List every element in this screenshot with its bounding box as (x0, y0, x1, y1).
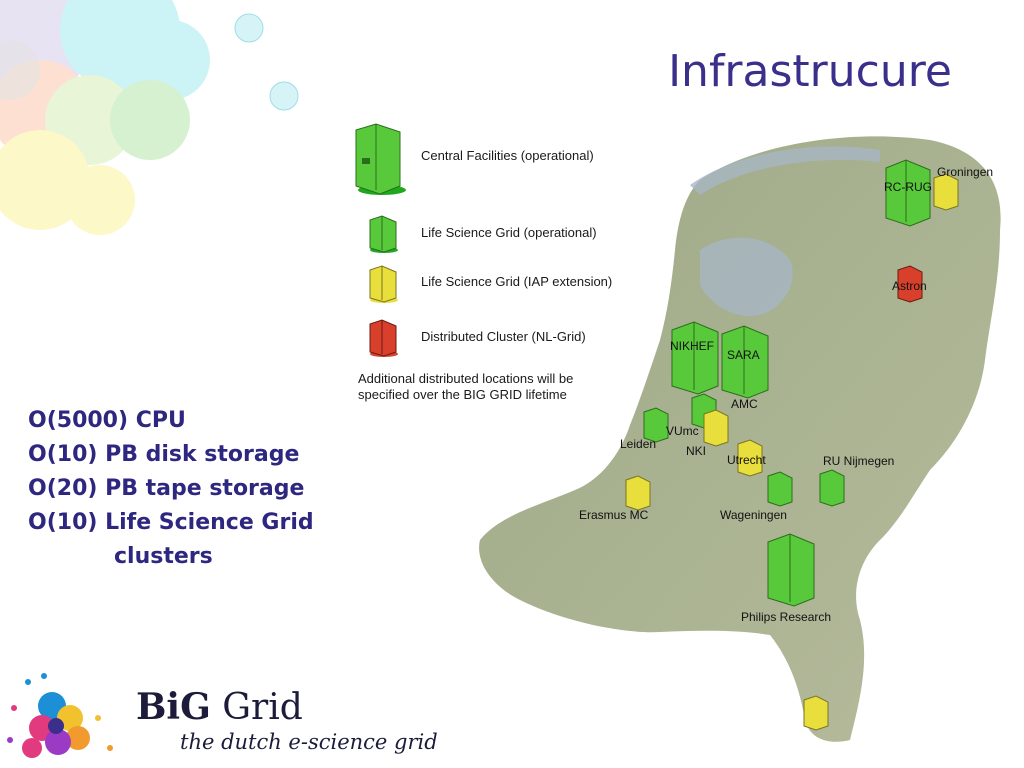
brand-tagline: the dutch e-science grid (180, 730, 438, 754)
brand-name-bold: BiG (136, 686, 211, 728)
site-label-leiden: Leiden (620, 437, 656, 451)
site-philips-research-icon (767, 533, 815, 607)
site-nikhef-icon (671, 321, 719, 395)
site-wageningen-icon (767, 471, 793, 507)
slide-title: Infrastrucure (668, 46, 952, 97)
site-astron-icon (897, 265, 923, 303)
site-sara-icon (721, 325, 769, 399)
site-label-nki: NKI (686, 444, 706, 458)
bullet-item: clusters (114, 544, 213, 569)
brand: BiG Grid the dutch e-science grid (136, 686, 438, 754)
bullet-item: O(20) PB tape storage (28, 476, 305, 501)
bullet-item: O(10) PB disk storage (28, 442, 300, 467)
site-vumc-icon (703, 409, 729, 447)
site-utrecht-icon (737, 439, 763, 477)
site-maastricht-icon (803, 695, 829, 731)
distributed-cluster-icon (369, 319, 398, 357)
big-grid-logo-icon (7, 673, 113, 758)
bullet-list: O(5000) CPU O(10) PB disk storage O(20) … (28, 404, 314, 574)
site-rc-rug-icon (885, 159, 931, 227)
bullet-item: O(5000) CPU (28, 408, 186, 433)
site-label-astron: Astron (892, 279, 927, 293)
map-land (479, 136, 1001, 742)
site-label-wageningen: Wageningen (720, 508, 787, 522)
site-ru-nijmegen-icon (819, 469, 845, 507)
site-label-philips-research: Philips Research (741, 610, 831, 624)
site-label-vumc: VUmc (666, 424, 699, 438)
brand-name-rest: Grid (210, 687, 303, 728)
site-label-sara: SARA (727, 348, 760, 362)
bullet-item: O(10) Life Science Grid (28, 510, 314, 535)
site-label-utrecht: Utrecht (727, 453, 766, 467)
site-label-erasmus-mc: Erasmus MC (579, 508, 649, 522)
map-coast-water (690, 146, 880, 195)
site-label-ru-nijmegen: RU Nijmegen (823, 454, 894, 468)
lsg-iap-icon (369, 265, 398, 303)
site-label-amc: AMC (731, 397, 758, 411)
legend-label-lsg-operational: Life Science Grid (operational) (421, 225, 597, 240)
map-inland-sea (700, 237, 793, 316)
site-leiden-icon (643, 407, 669, 443)
site-groningen-icon (933, 173, 959, 211)
legend-label-distributed: Distributed Cluster (NL-Grid) (421, 329, 586, 344)
site-erasmus-mc-icon (625, 475, 651, 511)
legend-label-central: Central Facilities (operational) (421, 148, 594, 163)
brand-name: BiG Grid (136, 686, 303, 728)
site-label-nikhef: NIKHEF (670, 339, 714, 353)
site-label-rc-rug: RC-RUG (884, 180, 932, 194)
legend-note: Additional distributed locations will be… (358, 371, 574, 402)
site-label-groningen: Groningen (937, 165, 993, 179)
decorative-puzzle-shapes (0, 0, 299, 235)
legend-label-lsg-iap: Life Science Grid (IAP extension) (421, 274, 613, 289)
lsg-operational-icon (369, 215, 398, 253)
central-facility-icon (355, 123, 406, 195)
